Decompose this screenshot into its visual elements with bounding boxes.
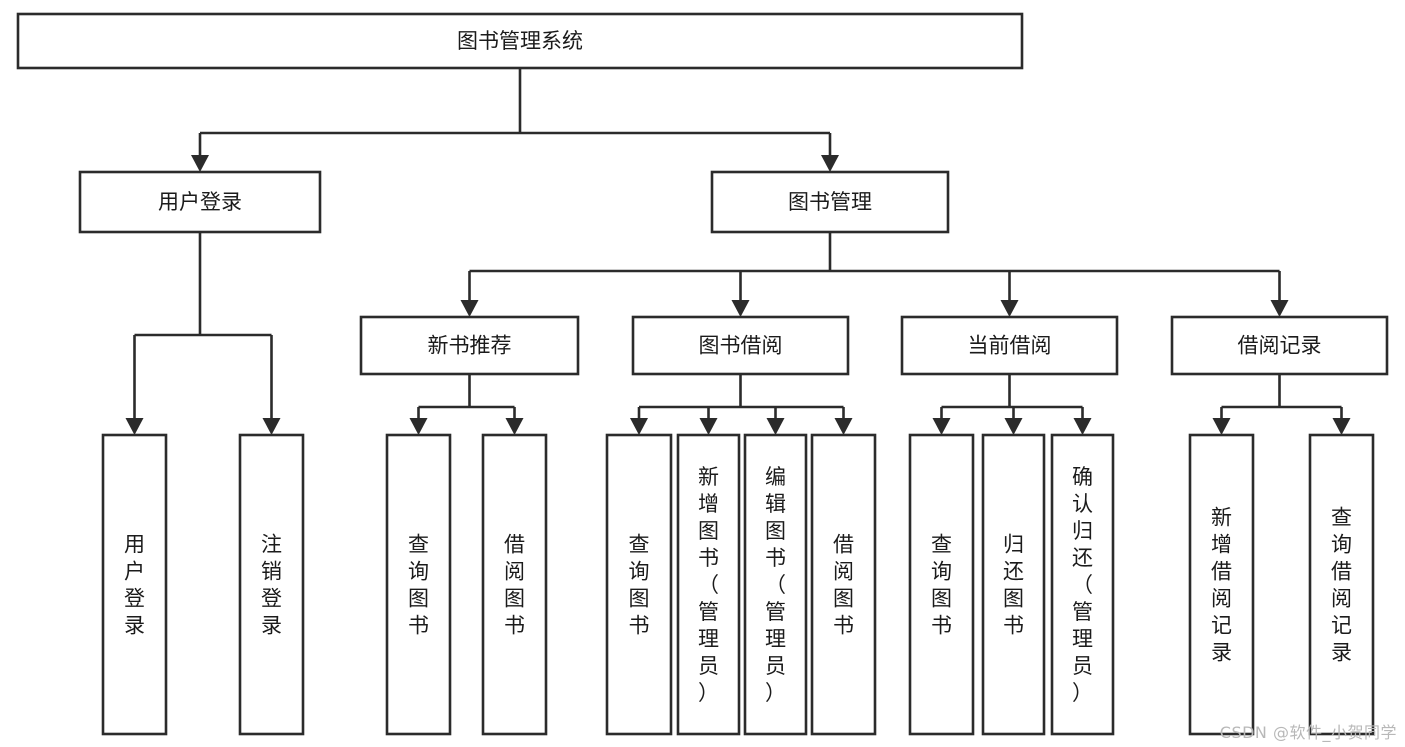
node-label: 图书管理 bbox=[788, 190, 872, 214]
arrow-head-icon bbox=[262, 418, 281, 435]
node-label: 查询图书 bbox=[931, 533, 952, 638]
node-leaf-add-record[interactable]: 新增借阅记录 bbox=[1188, 433, 1255, 736]
node-bookmgmt[interactable]: 图书管理 bbox=[710, 170, 950, 234]
node-leaf-borrow-book-1[interactable]: 借阅图书 bbox=[481, 433, 548, 736]
connector-layer bbox=[125, 68, 1351, 435]
arrow-head-icon bbox=[125, 418, 144, 435]
node-borrow[interactable]: 图书借阅 bbox=[631, 315, 850, 376]
node-leaf-borrow-book-2[interactable]: 借阅图书 bbox=[810, 433, 877, 736]
node-leaf-user-logout[interactable]: 注销登录 bbox=[238, 433, 305, 736]
node-box bbox=[605, 433, 673, 736]
connector-group-borrow bbox=[630, 374, 853, 435]
node-records[interactable]: 借阅记录 bbox=[1170, 315, 1389, 376]
node-box bbox=[101, 433, 168, 736]
node-box bbox=[900, 315, 1119, 376]
node-box bbox=[78, 170, 322, 234]
arrow-head-icon bbox=[630, 418, 648, 435]
arrow-head-icon bbox=[1270, 300, 1289, 317]
arrow-head-icon bbox=[731, 300, 750, 317]
node-box bbox=[385, 433, 452, 736]
node-label: 借阅记录 bbox=[1238, 334, 1322, 358]
connector-group-newbook bbox=[409, 374, 524, 435]
node-box bbox=[631, 315, 850, 376]
node-box bbox=[238, 433, 305, 736]
arrow-head-icon bbox=[1004, 418, 1023, 435]
connector-group-records bbox=[1212, 374, 1351, 435]
csdn-watermark: CSDN @软件_小贺同学 bbox=[1219, 723, 1397, 742]
node-label: 查询图书 bbox=[629, 533, 650, 638]
node-leaf-query-book-3[interactable]: 查询图书 bbox=[908, 433, 975, 736]
node-label: 用户登录 bbox=[124, 533, 145, 638]
node-label: 图书借阅 bbox=[699, 334, 783, 358]
node-box bbox=[810, 433, 877, 736]
node-leaf-user-login[interactable]: 用户登录 bbox=[101, 433, 168, 736]
node-box bbox=[1170, 315, 1389, 376]
node-leaf-return-book[interactable]: 归还图书 bbox=[981, 433, 1046, 736]
node-login[interactable]: 用户登录 bbox=[78, 170, 322, 234]
arrow-head-icon bbox=[1332, 418, 1351, 435]
arrow-head-icon bbox=[1000, 300, 1019, 317]
connector-group-login bbox=[125, 232, 281, 435]
node-root[interactable]: 图书管理系统 bbox=[16, 12, 1024, 70]
node-box bbox=[1050, 433, 1115, 736]
node-box bbox=[481, 433, 548, 736]
arrow-head-icon bbox=[505, 418, 524, 435]
node-label: 查询图书 bbox=[408, 533, 429, 638]
node-leaf-query-record[interactable]: 查询借阅记录 bbox=[1308, 433, 1375, 736]
node-label: 编辑图书（管理员） bbox=[765, 465, 786, 705]
node-box bbox=[710, 170, 950, 234]
arrow-head-icon bbox=[1212, 418, 1231, 435]
node-label: 借阅图书 bbox=[833, 533, 854, 638]
node-layer: 图书管理系统用户登录图书管理新书推荐图书借阅当前借阅借阅记录用户登录注销登录查询… bbox=[16, 12, 1389, 736]
node-box bbox=[1308, 433, 1375, 736]
node-label: 用户登录 bbox=[158, 190, 242, 214]
arrow-head-icon bbox=[821, 155, 839, 172]
node-leaf-edit-book[interactable]: 编辑图书（管理员） bbox=[743, 433, 808, 736]
node-label: 新增图书（管理员） bbox=[698, 465, 719, 705]
arrow-head-icon bbox=[834, 418, 853, 435]
arrow-head-icon bbox=[766, 418, 785, 435]
connector-group-root bbox=[191, 68, 839, 172]
node-leaf-add-book[interactable]: 新增图书（管理员） bbox=[676, 433, 741, 736]
arrow-head-icon bbox=[409, 418, 428, 435]
node-leaf-query-book-2[interactable]: 查询图书 bbox=[605, 433, 673, 736]
node-label: 注销登录 bbox=[261, 533, 282, 638]
connector-group-current bbox=[932, 374, 1092, 435]
node-leaf-query-book-1[interactable]: 查询图书 bbox=[385, 433, 452, 736]
node-box bbox=[359, 315, 580, 376]
node-box bbox=[676, 433, 741, 736]
arrow-head-icon bbox=[932, 418, 951, 435]
node-box bbox=[1188, 433, 1255, 736]
node-label: 当前借阅 bbox=[968, 334, 1052, 358]
arrow-head-icon bbox=[1073, 418, 1092, 435]
node-box bbox=[16, 12, 1024, 70]
node-label: 归还图书 bbox=[1003, 533, 1024, 638]
node-label: 查询借阅记录 bbox=[1331, 506, 1352, 665]
node-leaf-confirm-return[interactable]: 确认归还（管理员） bbox=[1050, 433, 1115, 736]
arrow-head-icon bbox=[460, 300, 479, 317]
node-current[interactable]: 当前借阅 bbox=[900, 315, 1119, 376]
node-label: 新增借阅记录 bbox=[1211, 506, 1232, 665]
arrow-head-icon bbox=[191, 155, 209, 172]
node-box bbox=[981, 433, 1046, 736]
node-box bbox=[743, 433, 808, 736]
node-newbook[interactable]: 新书推荐 bbox=[359, 315, 580, 376]
node-label: 图书管理系统 bbox=[457, 29, 583, 53]
node-box bbox=[908, 433, 975, 736]
node-label: 新书推荐 bbox=[428, 334, 512, 358]
node-label: 借阅图书 bbox=[504, 533, 525, 638]
arrow-head-icon bbox=[699, 418, 718, 435]
node-label: 确认归还（管理员） bbox=[1072, 465, 1093, 705]
connector-group-bookmgmt bbox=[460, 232, 1289, 317]
